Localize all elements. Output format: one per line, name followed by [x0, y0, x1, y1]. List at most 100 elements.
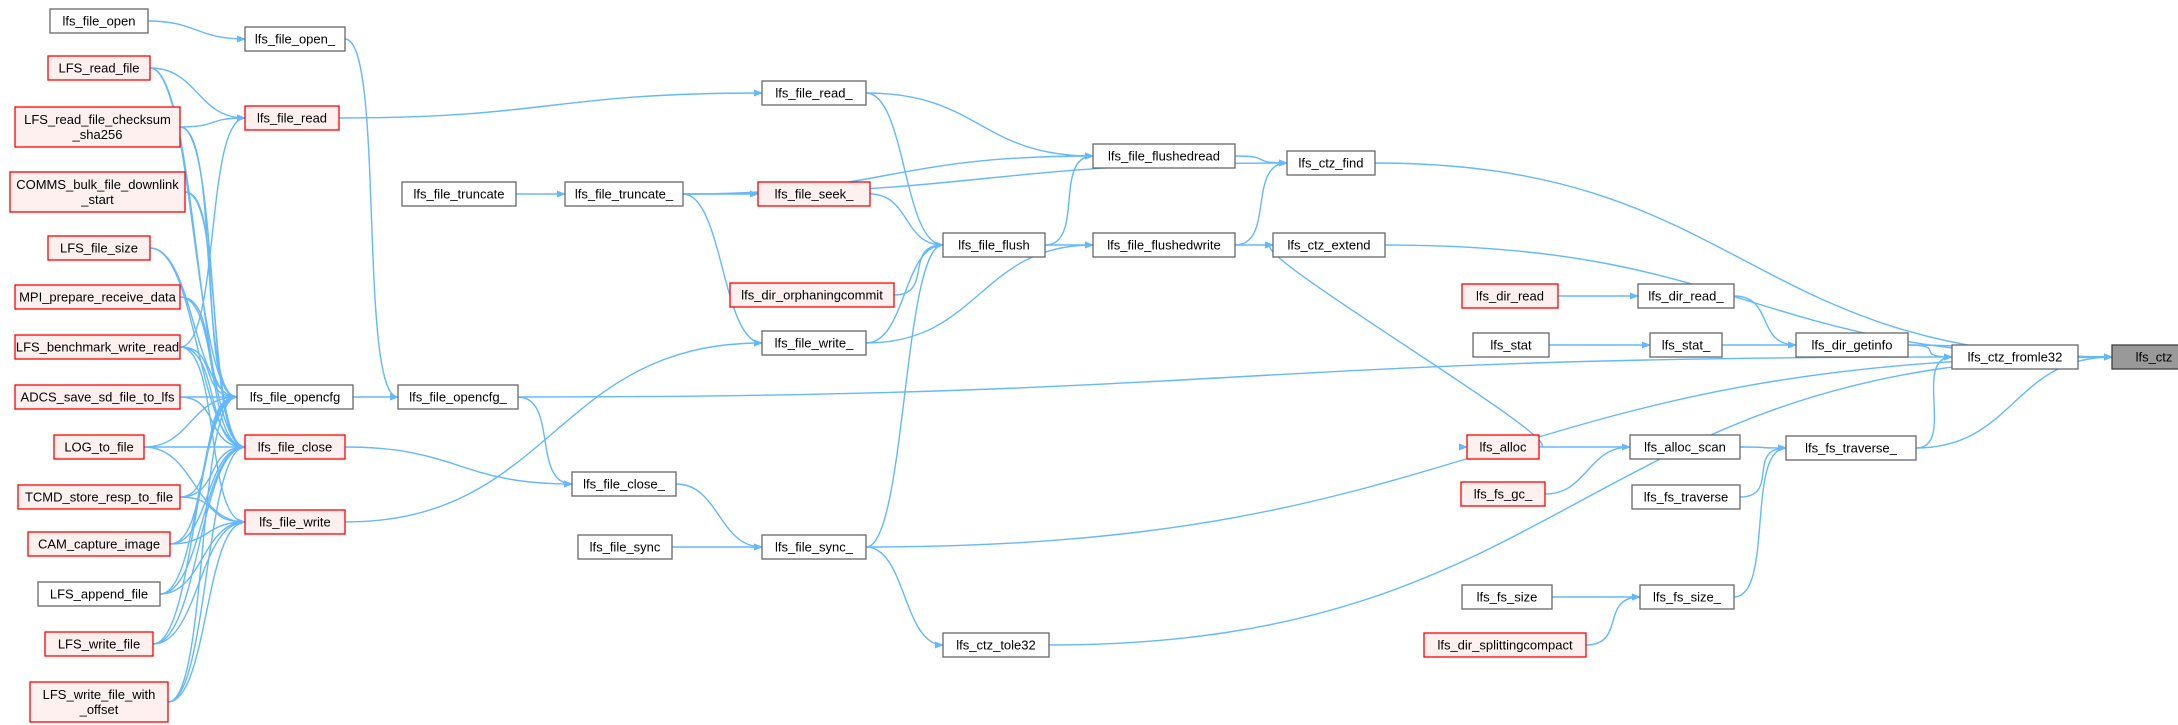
- node-lfs_alloc_scan[interactable]: lfs_alloc_scan: [1629, 434, 1741, 460]
- node-LOG_to_file[interactable]: LOG_to_file: [53, 434, 145, 460]
- node-label: lfs_file_opencfg: [250, 390, 340, 405]
- node-label: lfs_dir_read: [1476, 289, 1544, 304]
- node-label: lfs_file_sync_: [775, 540, 854, 555]
- node-lfs_file_truncate[interactable]: lfs_file_truncate: [401, 181, 517, 207]
- node-box: [1785, 435, 1917, 461]
- node-lfs_file_read[interactable]: lfs_file_read: [244, 105, 340, 131]
- node-label: lfs_file_read: [257, 111, 327, 126]
- node-label: lfs_fs_traverse_: [1805, 441, 1898, 456]
- node-ADCS_save_sd_file_to_lfs[interactable]: ADCS_save_sd_file_to_lfs: [14, 384, 181, 410]
- node-lfs_file_sync[interactable]: lfs_file_sync: [577, 534, 673, 560]
- node-lfs_fs_size[interactable]: lfs_fs_size: [1461, 584, 1553, 610]
- node-box: [401, 181, 517, 207]
- node-label: LOG_to_file: [64, 440, 133, 455]
- node-lfs_dir_orphaningcommit[interactable]: lfs_dir_orphaningcommit: [729, 282, 895, 308]
- node-lfs_alloc[interactable]: lfs_alloc: [1466, 434, 1540, 460]
- node-label: ADCS_save_sd_file_to_lfs: [21, 390, 175, 405]
- node-lfs_ctz_extend[interactable]: lfs_ctz_extend: [1272, 232, 1386, 258]
- edge-LFS_benchmark_write_read-to-lfs_file_write: [179, 346, 246, 526]
- node-lfs_dir_splittingcompact[interactable]: lfs_dir_splittingcompact: [1423, 632, 1587, 658]
- node-label: LFS_read_file_checksum: [24, 112, 171, 127]
- edge-lfs_ctz_find-to-lfs_ctz: [1374, 162, 2113, 361]
- node-box: [577, 534, 673, 560]
- edge-lfs_alloc_scan-to-lfs_fs_traverse_: [1739, 444, 1787, 452]
- node-lfs_file_opencfg[interactable]: lfs_file_opencfg: [236, 384, 354, 410]
- node-box: [244, 105, 340, 131]
- edge-LFS_write_file-to-lfs_file_write: [152, 518, 246, 645]
- node-box: [44, 631, 154, 657]
- node-lfs_file_close_[interactable]: lfs_file_close_: [571, 471, 677, 497]
- node-TCMD_store_resp_to_file[interactable]: TCMD_store_resp_to_file: [17, 484, 181, 510]
- node-LFS_append_file[interactable]: LFS_append_file: [37, 581, 161, 607]
- node-LFS_write_file_with_offset[interactable]: LFS_write_file_with_offset: [29, 681, 169, 723]
- edge-LFS_read_file-to-lfs_file_read: [149, 67, 246, 122]
- edge-lfs_file_flush-to-lfs_file_flushedread: [1044, 152, 1094, 246]
- node-label: lfs_dir_getinfo: [1812, 338, 1893, 353]
- node-lfs_file_read_[interactable]: lfs_file_read_: [761, 80, 867, 106]
- node-lfs_file_sync_[interactable]: lfs_file_sync_: [761, 534, 867, 560]
- node-lfs_ctz[interactable]: lfs_ctz: [2111, 344, 2178, 370]
- node-label: lfs_alloc: [1480, 440, 1527, 455]
- node-label: lfs_stat: [1490, 338, 1532, 353]
- node-lfs_file_flushedread[interactable]: lfs_file_flushedread: [1092, 143, 1236, 169]
- node-box: [761, 80, 867, 106]
- node-lfs_file_open[interactable]: lfs_file_open: [49, 8, 149, 34]
- node-MPI_prepare_receive_data[interactable]: MPI_prepare_receive_data: [14, 284, 181, 310]
- node-lfs_file_truncate_[interactable]: lfs_file_truncate_: [564, 181, 684, 207]
- node-lfs_ctz_find[interactable]: lfs_ctz_find: [1286, 150, 1376, 176]
- node-box: [1286, 150, 1376, 176]
- node-lfs_file_write_[interactable]: lfs_file_write_: [761, 330, 867, 356]
- node-label: _start: [80, 192, 114, 207]
- edge-lfs_file_sync_-to-lfs_ctz_tole32: [865, 546, 944, 649]
- node-COMMS_bulk_file_downlink_start[interactable]: COMMS_bulk_file_downlink_start: [9, 171, 186, 213]
- node-lfs_fs_traverse[interactable]: lfs_fs_traverse: [1631, 484, 1741, 510]
- node-box: [1951, 344, 2079, 370]
- node-box: [942, 232, 1046, 258]
- node-label: LFS_file_size: [60, 241, 138, 256]
- node-lfs_file_open_[interactable]: lfs_file_open_: [244, 26, 346, 52]
- node-LFS_read_file[interactable]: LFS_read_file: [47, 55, 151, 81]
- node-box: [761, 534, 867, 560]
- node-lfs_fs_gc_[interactable]: lfs_fs_gc_: [1460, 481, 1546, 507]
- node-CAM_capture_image[interactable]: CAM_capture_image: [27, 531, 171, 557]
- node-lfs_fs_size_[interactable]: lfs_fs_size_: [1639, 584, 1735, 610]
- node-lfs_file_close[interactable]: lfs_file_close: [244, 434, 346, 460]
- node-LFS_write_file[interactable]: LFS_write_file: [44, 631, 154, 657]
- node-box: [571, 471, 677, 497]
- edge-lfs_file_opencfg_-to-lfs_file_close_: [517, 396, 573, 488]
- node-label: _offset: [79, 702, 119, 717]
- node-box: [2111, 344, 2178, 370]
- node-lfs_fs_traverse_[interactable]: lfs_fs_traverse_: [1785, 435, 1917, 461]
- node-lfs_dir_read_[interactable]: lfs_dir_read_: [1637, 283, 1735, 309]
- node-LFS_benchmark_write_read[interactable]: LFS_benchmark_write_read: [14, 334, 181, 360]
- node-label: LFS_benchmark_write_read: [16, 340, 179, 355]
- node-lfs_file_seek_[interactable]: lfs_file_seek_: [757, 181, 871, 207]
- edge-lfs_file_read_-to-lfs_file_flushedread: [865, 92, 1094, 160]
- node-LFS_file_size[interactable]: LFS_file_size: [47, 235, 151, 261]
- edge-LFS_read_file_checksum_sha256-to-lfs_file_read: [179, 114, 246, 128]
- edge-lfs_file_truncate_-to-lfs_file_write_: [682, 193, 763, 347]
- node-lfs_stat_[interactable]: lfs_stat_: [1649, 332, 1723, 358]
- node-box: [564, 181, 684, 207]
- node-lfs_dir_getinfo[interactable]: lfs_dir_getinfo: [1795, 332, 1909, 358]
- node-lfs_file_write[interactable]: lfs_file_write: [244, 509, 346, 535]
- node-box: [244, 509, 346, 535]
- node-LFS_read_file_checksum_sha256[interactable]: LFS_read_file_checksum_sha256: [14, 106, 181, 148]
- node-label: lfs_file_write_: [775, 336, 855, 351]
- node-box: [27, 531, 171, 557]
- edge-ADCS_save_sd_file_to_lfs-to-lfs_file_close: [179, 396, 246, 451]
- node-label: lfs_alloc_scan: [1644, 440, 1726, 455]
- node-lfs_ctz_fromle32[interactable]: lfs_ctz_fromle32: [1951, 344, 2079, 370]
- edge-lfs_file_read-to-lfs_file_read_: [338, 89, 763, 119]
- node-lfs_dir_read[interactable]: lfs_dir_read: [1461, 283, 1559, 309]
- node-label: lfs_ctz_extend: [1287, 238, 1370, 253]
- node-lfs_file_flush[interactable]: lfs_file_flush: [942, 232, 1046, 258]
- node-label: lfs_fs_size: [1477, 590, 1538, 605]
- node-box: [1639, 584, 1735, 610]
- node-lfs_file_flushedwrite[interactable]: lfs_file_flushedwrite: [1092, 232, 1236, 258]
- node-lfs_stat[interactable]: lfs_stat: [1472, 332, 1550, 358]
- node-label: LFS_write_file_with: [43, 687, 156, 702]
- node-lfs_file_opencfg_[interactable]: lfs_file_opencfg_: [397, 384, 519, 410]
- edge-lfs_fs_traverse-to-lfs_fs_traverse_: [1739, 444, 1787, 498]
- node-lfs_ctz_tole32[interactable]: lfs_ctz_tole32: [942, 632, 1050, 658]
